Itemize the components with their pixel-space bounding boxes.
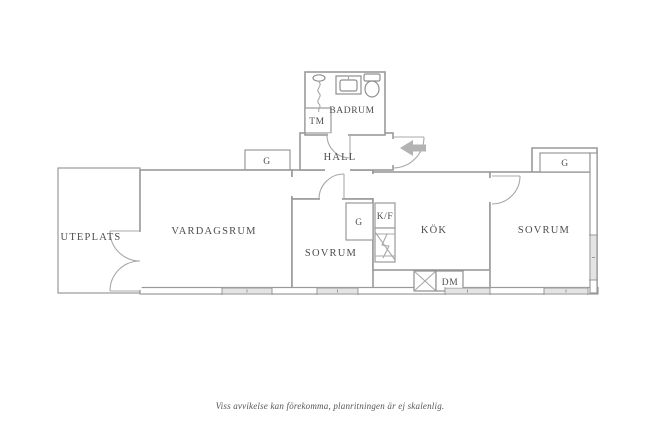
room-label-uteplats: UTEPLATS [61,232,122,243]
cabinet-diagonal [374,231,396,261]
exterior-wall-right [589,152,598,294]
door-swing-arc [109,230,141,292]
cabinet-zigzag [381,233,390,259]
disclaimer-text: Viss avvikelse kan förekomma, planritnin… [216,401,445,411]
label-kf: K/F [377,212,394,222]
room-label-sovrum-right: SOVRUM [518,225,570,236]
label-g-sovrum-mid: G [355,218,362,228]
label-g-sovrum-right: G [561,159,568,169]
door-swing-arc [326,134,351,159]
toilet-icon [363,73,381,98]
washing-machine-box [304,107,332,134]
fittings [304,73,464,292]
window [589,234,598,281]
room-label-vardagsrum: VARDAGSRUM [171,226,256,237]
door-swings [109,134,521,292]
window [316,287,359,295]
room-label-hall: HALL [324,152,357,163]
entrance-arrow-icon [400,140,426,156]
room-label-kok: KÖK [421,224,447,236]
closet-sovrum-mid [345,202,374,241]
hall-passage [291,169,374,200]
label-tm: TM [309,117,324,127]
room-label-badrum: BADRUM [329,106,374,116]
sink-icon [335,75,362,95]
label-dm: DM [442,278,459,288]
room-labels: UTEPLATS VARDAGSRUM SOVRUM KÖK SOVRUM HA… [61,106,570,288]
shower-icon [312,74,326,113]
windows [221,234,598,295]
room-label-sovrum-mid: SOVRUM [305,248,357,259]
label-g-hall: G [263,157,270,167]
window [543,287,589,295]
window [221,287,273,295]
stove-icon [413,270,437,292]
room-vardagsrum [139,169,293,294]
door-swing-arc [318,173,345,200]
window [444,287,491,295]
exterior-wall-bottom [139,286,599,295]
door-swing-arc [392,136,425,169]
door-swing-arc [491,175,521,205]
